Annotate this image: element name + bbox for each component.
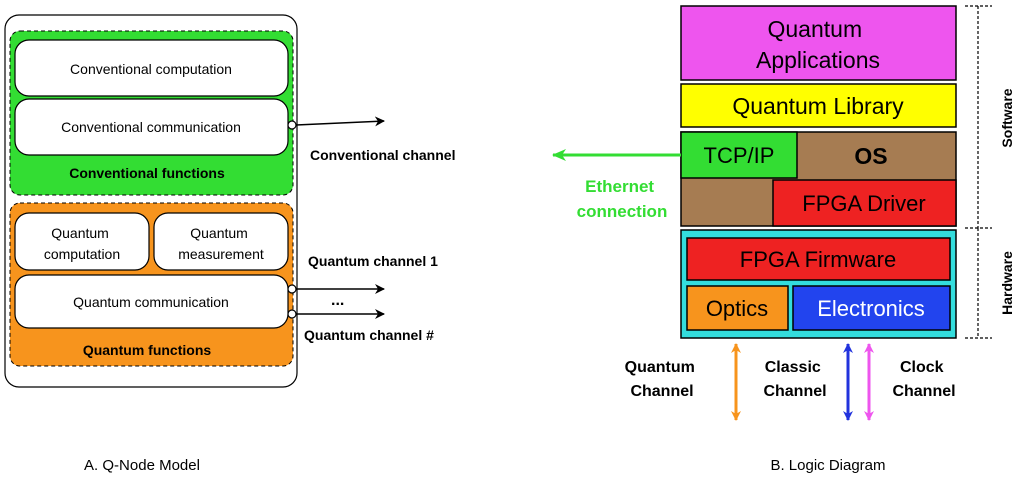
layer-quantum-library-label: Quantum Library <box>732 93 904 119</box>
quantum-functions-label: Quantum functions <box>83 342 212 358</box>
layer-electronics <box>792 285 951 331</box>
layer-quantum-applications <box>680 5 957 81</box>
quantum-computation-label: Quantum computation <box>44 225 120 262</box>
quantum-channel-1-label: Quantum channel 1 <box>308 253 438 269</box>
software-label: Software <box>999 88 1015 147</box>
layer-tcpip <box>680 131 798 179</box>
layer-fpga-driver-label: FPGA Driver <box>802 191 925 216</box>
conventional-functions-label: Conventional functions <box>69 165 225 181</box>
conventional-computation-box <box>14 39 289 97</box>
layer-fpga-firmware-label: FPGA Firmware <box>740 247 896 272</box>
layer-fpga-firmware <box>686 237 951 281</box>
layer-os-label: OS <box>854 143 887 169</box>
layer-electronics-label: Electronics <box>817 296 925 321</box>
quantum-port-1 <box>287 284 297 294</box>
conventional-computation-label: Conventional computation <box>70 61 232 77</box>
panel-b-logic-diagram: Quantum Applications Quantum Library TCP… <box>552 5 1015 474</box>
conventional-communication-label: Conventional communication <box>61 119 241 135</box>
conventional-channel-label: Conventional channel <box>310 147 455 163</box>
quantum-measurement-box <box>153 212 289 271</box>
layer-optics-label: Optics <box>706 296 768 321</box>
panel-a-caption: A. Q-Node Model <box>84 457 200 474</box>
quantum-communication-box <box>14 274 289 329</box>
clock-channel-label: Clock Channel <box>892 359 955 400</box>
panel-b-caption: B. Logic Diagram <box>770 457 885 474</box>
quantum-channel-ellipsis: ... <box>331 292 344 309</box>
layer-tcpip-label: TCP/IP <box>704 143 775 168</box>
quantum-computation-box <box>14 212 150 271</box>
conventional-channel-arrow <box>295 116 385 127</box>
panel-a-q-node-model: Conventional computation Conventional co… <box>4 14 455 474</box>
ethernet-connection-label: Ethernet connection <box>577 177 668 221</box>
software-bracket <box>965 5 992 229</box>
quantum-measurement-label: Quantum measurement <box>178 225 264 262</box>
conventional-port <box>287 120 297 130</box>
layer-quantum-library <box>680 83 957 128</box>
quantum-channel-b-label: Quantum Channel <box>625 359 700 400</box>
classic-channel-label: Classic Channel <box>763 359 826 400</box>
layer-fpga-driver <box>772 179 957 227</box>
quantum-communication-label: Quantum communication <box>73 294 229 310</box>
layer-quantum-applications-label: Quantum Applications <box>756 16 880 73</box>
quantum-channel-n-label: Quantum channel # <box>304 327 434 343</box>
hardware-label: Hardware <box>999 251 1015 315</box>
quantum-port-n <box>287 309 297 319</box>
layer-optics <box>686 285 789 331</box>
hardware-bracket <box>965 228 992 339</box>
